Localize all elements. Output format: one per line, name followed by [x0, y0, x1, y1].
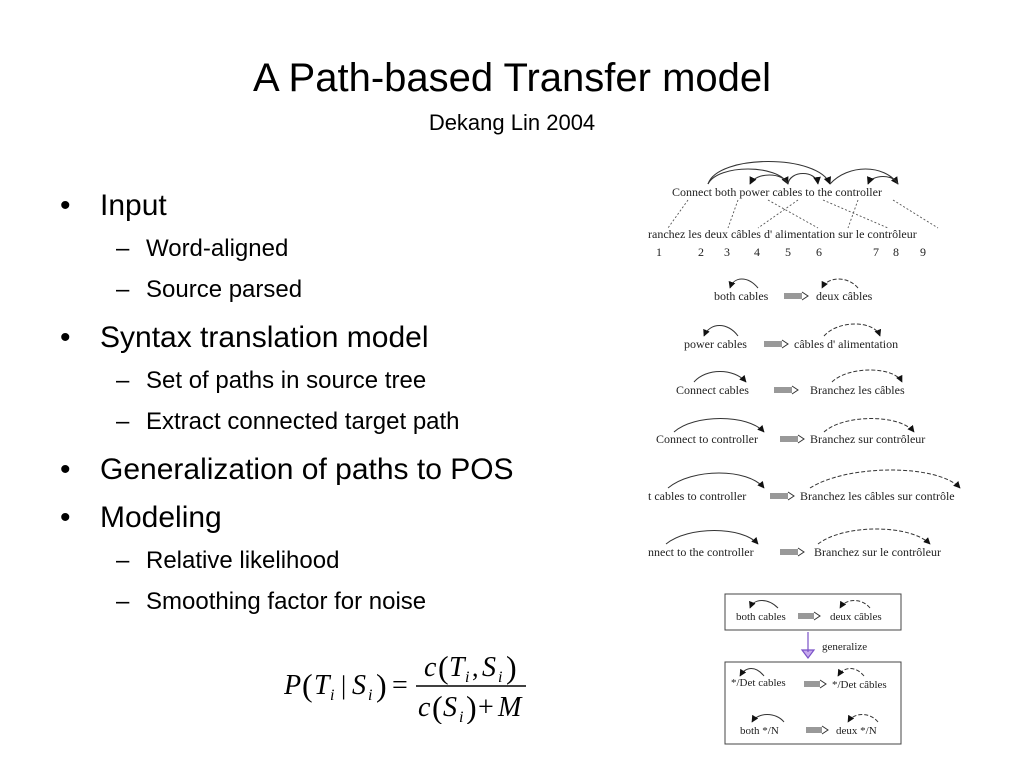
svg-text:6: 6	[816, 245, 822, 259]
bullet-dot: •	[60, 501, 71, 534]
path-pair: nnect to the controller Branchez sur le …	[648, 528, 941, 559]
formula-t: T	[314, 670, 332, 701]
svg-text:Branchez les câbles: Branchez les câbles	[810, 383, 905, 397]
formula-s: S	[352, 670, 366, 701]
word-index-row: 1 2 3 4 5 6 7 8 9	[656, 245, 926, 259]
svg-text:S: S	[482, 652, 496, 683]
svg-text:5: 5	[785, 245, 791, 259]
svg-text:i: i	[498, 669, 502, 686]
svg-text:M: M	[497, 692, 523, 723]
svg-text:Branchez sur contrôleur: Branchez sur contrôleur	[810, 432, 925, 446]
sub-bullet-label: Extract connected target path	[146, 408, 460, 435]
source-sentence: Connect both power cables to the control…	[672, 185, 882, 199]
svg-text:7: 7	[873, 245, 879, 259]
svg-text:both cables: both cables	[736, 611, 786, 623]
svg-text:+: +	[478, 692, 494, 723]
formula-equals: =	[392, 670, 408, 701]
svg-text:Connect cables: Connect cables	[676, 383, 749, 397]
path-pair: t cables to controller Branchez les câbl…	[648, 469, 961, 503]
bullet-dot: •	[60, 189, 71, 222]
svg-text:Connect to controller: Connect to controller	[656, 432, 758, 446]
sub-bullet-label: Relative likelihood	[146, 547, 340, 574]
sub-bullet-list: –Relative likelihood –Smoothing factor f…	[100, 540, 620, 622]
bullet-label: Syntax translation model	[100, 321, 429, 354]
formula-p: P	[284, 670, 301, 701]
bullet-input: • Input –Word-aligned –Source parsed	[60, 186, 620, 310]
sub-bullet-list: –Word-aligned –Source parsed	[100, 228, 620, 310]
probability-formula: P ( T i | S i ) = c ( T i , S i ) c ( S …	[284, 649, 526, 724]
svg-text:|: |	[341, 671, 346, 700]
svg-text:c: c	[424, 652, 437, 683]
path-pair: both cables deux câbles	[714, 278, 873, 303]
sub-bullet: –Relative likelihood	[116, 547, 340, 574]
svg-text:both */N: both */N	[740, 725, 779, 737]
bullet-dot: •	[60, 453, 71, 486]
slide-subtitle: Dekang Lin 2004	[428, 110, 596, 135]
bullet-list: • Input –Word-aligned –Source parsed • S…	[60, 186, 620, 622]
svg-text:i: i	[459, 709, 463, 724]
target-sentence: ranchez les deux câbles d' alimentation …	[648, 227, 917, 241]
bullet-label: Generalization of paths to POS	[100, 453, 514, 486]
generalization-panel: both cables deux câbles generalize */Det…	[724, 593, 902, 745]
svg-text:both cables: both cables	[714, 289, 769, 303]
svg-text:3: 3	[724, 245, 730, 259]
svg-text:power cables: power cables	[684, 337, 747, 351]
svg-text:2: 2	[698, 245, 704, 259]
sub-bullet-list: –Set of paths in source tree –Extract co…	[100, 360, 620, 442]
source-dependency-arcs	[707, 161, 899, 185]
svg-text:nnect to the controller: nnect to the controller	[648, 545, 754, 559]
bullet-modeling: • Modeling –Relative likelihood –Smoothi…	[60, 498, 620, 622]
sub-bullet-label: Smoothing factor for noise	[146, 588, 427, 615]
bullet-generalization: • Generalization of paths to POS	[60, 450, 620, 490]
sub-bullet-label: Source parsed	[146, 276, 303, 303]
svg-text:deux câbles: deux câbles	[816, 289, 873, 303]
svg-text:*/Det câbles: */Det câbles	[832, 679, 887, 691]
svg-text:): )	[506, 649, 517, 685]
bullet-label: Modeling	[100, 501, 222, 534]
sub-bullet-label: Word-aligned	[146, 235, 289, 262]
svg-text:deux câbles: deux câbles	[830, 611, 882, 623]
generalize-label: generalize	[822, 641, 867, 653]
svg-text:i: i	[330, 687, 334, 704]
svg-text:(: (	[432, 689, 443, 724]
svg-text:(: (	[438, 649, 449, 685]
svg-text:8: 8	[893, 245, 899, 259]
svg-text:i: i	[465, 669, 469, 686]
slide-title: A Path-based Transfer model	[252, 56, 772, 100]
svg-text:): )	[466, 689, 477, 724]
bullet-dot: •	[60, 321, 71, 354]
svg-text:,: ,	[472, 653, 479, 682]
svg-text:S: S	[443, 692, 457, 723]
svg-text:): )	[376, 667, 387, 703]
sub-bullet: –Smoothing factor for noise	[116, 588, 427, 615]
path-pair: power cables câbles d' alimentation	[684, 323, 898, 351]
sub-bullet: –Extract connected target path	[116, 408, 460, 435]
svg-text:Branchez sur le contrôleur: Branchez sur le contrôleur	[814, 545, 941, 559]
svg-text:i: i	[368, 687, 372, 704]
svg-text:T: T	[449, 652, 467, 683]
path-pair: Connect cables Branchez les câbles	[676, 369, 905, 397]
path-pair: Connect to controller Branchez sur contr…	[656, 418, 925, 446]
svg-text:9: 9	[920, 245, 926, 259]
sub-bullet: –Word-aligned	[116, 235, 289, 262]
sub-bullet: –Source parsed	[116, 276, 303, 303]
bullet-label: Input	[100, 189, 167, 222]
svg-text:Branchez les câbles sur contrô: Branchez les câbles sur contrôle	[800, 489, 955, 503]
sub-bullet: –Set of paths in source tree	[116, 367, 427, 394]
svg-text:c: c	[418, 692, 431, 723]
svg-text:câbles d' alimentation: câbles d' alimentation	[794, 337, 898, 351]
path-transfer-diagram: Connect both power cables to the control…	[648, 161, 961, 745]
svg-text:t cables to controller: t cables to controller	[648, 489, 746, 503]
svg-text:(: (	[302, 667, 313, 703]
svg-text:deux */N: deux */N	[836, 725, 877, 737]
svg-text:*/Det cables: */Det cables	[731, 677, 786, 689]
sub-bullet-label: Set of paths in source tree	[146, 367, 427, 394]
generalize-arrow	[800, 632, 816, 659]
svg-text:4: 4	[754, 245, 760, 259]
svg-text:1: 1	[656, 245, 662, 259]
alignment-lines	[667, 199, 939, 229]
bullet-syntax-translation-model: • Syntax translation model –Set of paths…	[60, 318, 620, 442]
